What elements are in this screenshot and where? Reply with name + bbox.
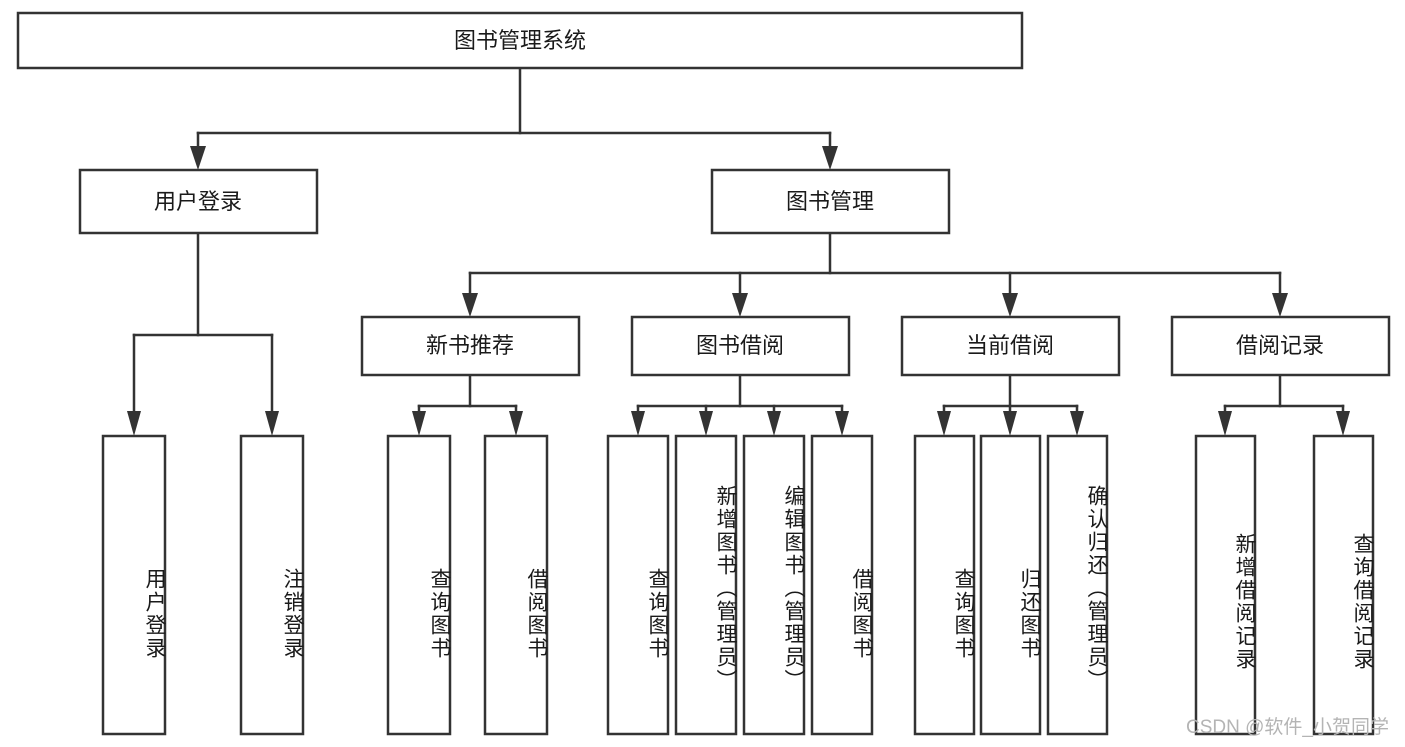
arrow-head-leaf-record-add: [1218, 411, 1232, 436]
node-user-login-label: 用户登录: [154, 189, 242, 214]
arrow-head-book-manage: [822, 146, 838, 170]
leaf-current-return-box[interactable]: [979, 434, 1042, 736]
arrow-head-leaf-borrow-do: [835, 411, 849, 436]
arrow-head-leaf-borrow-edit: [767, 411, 781, 436]
node-new-book-rec-box[interactable]: [360, 315, 581, 377]
arrow-head-leaf-current-query: [937, 411, 951, 436]
csdn-watermark: CSDN @软件_小贺同学: [1186, 717, 1389, 738]
arrow-head-leaf-borrow-query: [631, 411, 645, 436]
leaf-user-logout-box[interactable]: [239, 434, 305, 736]
node-borrow-record-label: 借阅记录: [1236, 333, 1324, 358]
arrow-head-current-borrow: [1002, 293, 1018, 317]
node-book-manage[interactable]: 图书管理: [710, 168, 951, 235]
leaf-current-confirm-box[interactable]: [1046, 434, 1109, 736]
leaf-rec-query-box[interactable]: [386, 434, 452, 736]
leaf-box-group[interactable]: [101, 434, 1375, 736]
node-book-manage-box[interactable]: [710, 168, 951, 235]
leaf-user-login-box[interactable]: [101, 434, 167, 736]
node-root[interactable]: 图书管理系统: [16, 11, 1024, 70]
node-book-manage-label: 图书管理: [786, 189, 874, 214]
connector-group: [127, 66, 1350, 436]
node-root-box[interactable]: [16, 11, 1024, 70]
leaf-borrow-edit-box[interactable]: [742, 434, 806, 736]
arrow-head-leaf-current-confirm: [1070, 411, 1084, 436]
node-user-login-box[interactable]: [78, 168, 319, 235]
leaf-borrow-query-box[interactable]: [606, 434, 670, 736]
arrow-head-leaf-borrow-add: [699, 411, 713, 436]
arrow-head-new-book-rec: [462, 293, 478, 317]
node-book-borrow-box[interactable]: [630, 315, 851, 377]
leaf-current-query-box[interactable]: [913, 434, 976, 736]
node-current-borrow-box[interactable]: [900, 315, 1121, 377]
node-current-borrow-label: 当前借阅: [966, 333, 1054, 358]
arrow-head-leaf-current-return: [1003, 411, 1017, 436]
node-user-login[interactable]: 用户登录: [78, 168, 319, 235]
arrow-head-leaf-user-login: [127, 411, 141, 436]
leaf-rec-borrow-box[interactable]: [483, 434, 549, 736]
node-book-borrow[interactable]: 图书借阅: [630, 315, 851, 377]
node-root-label: 图书管理系统: [454, 28, 586, 53]
node-new-book-rec-label: 新书推荐: [426, 333, 514, 358]
leaf-record-query-box[interactable]: [1312, 434, 1375, 736]
node-borrow-record-box[interactable]: [1170, 315, 1391, 377]
arrow-head-user-login: [190, 146, 206, 170]
node-new-book-rec[interactable]: 新书推荐: [360, 315, 581, 377]
arrow-head-leaf-rec-query: [412, 411, 426, 436]
arrow-head-leaf-rec-borrow: [509, 411, 523, 436]
arrow-head-leaf-user-logout: [265, 411, 279, 436]
leaf-record-add-box[interactable]: [1194, 434, 1257, 736]
leaf-borrow-do-box[interactable]: [810, 434, 874, 736]
node-borrow-record[interactable]: 借阅记录: [1170, 315, 1391, 377]
arrow-head-borrow-record: [1272, 293, 1288, 317]
leaf-borrow-add-box[interactable]: [674, 434, 738, 736]
arrow-head-leaf-record-query: [1336, 411, 1350, 436]
arrow-head-book-borrow: [732, 293, 748, 317]
node-current-borrow[interactable]: 当前借阅: [900, 315, 1121, 377]
node-book-borrow-label: 图书借阅: [696, 333, 784, 358]
